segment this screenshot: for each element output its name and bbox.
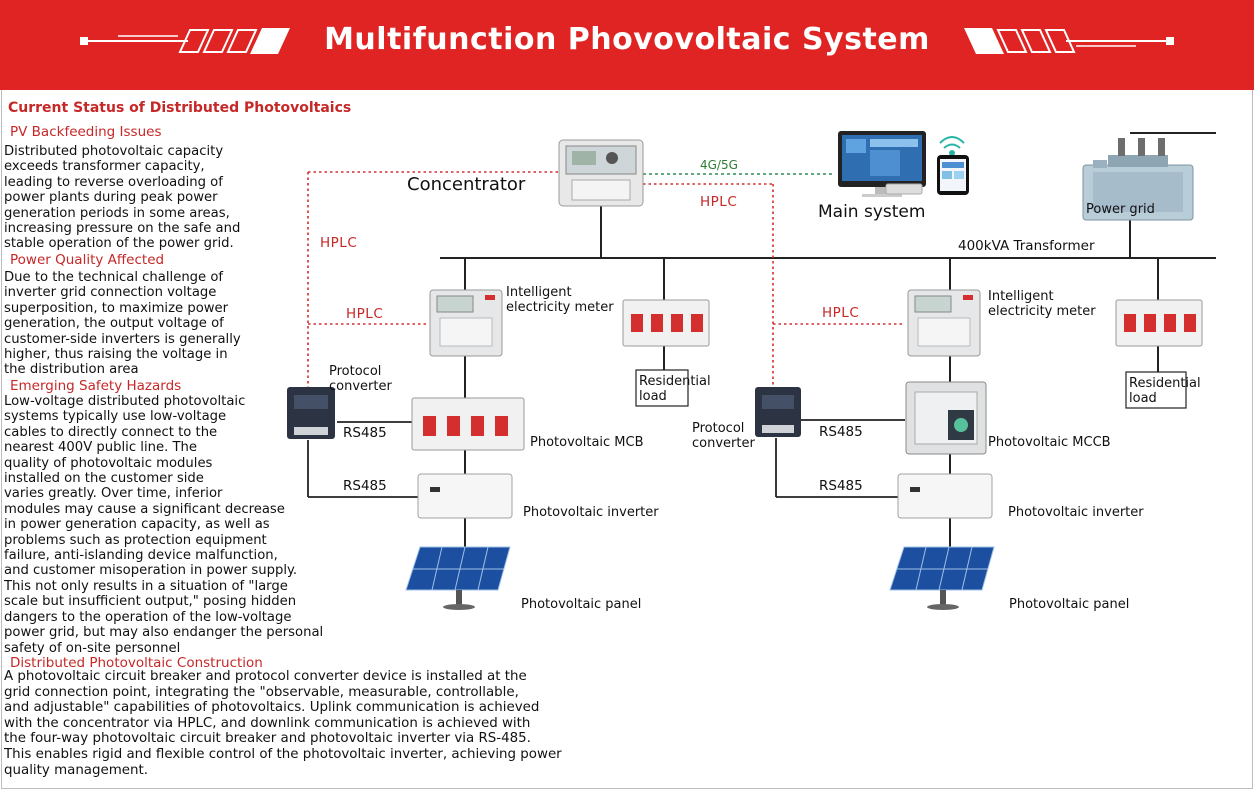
wireless-link-label: 4G/5G [700,158,738,172]
bus-wiring [440,132,1216,548]
pv-panel-right-label: Photovoltaic panel [1009,597,1130,612]
power-quality-heading: Power Quality Affected [10,252,165,268]
hplc-label-center: HPLC [700,194,738,210]
pv-inverter-right-icon [897,473,993,519]
construction-text: A photovoltaic circuit breaker and proto… [4,669,562,778]
residential-load-left-box [635,369,689,407]
pv-mccb-label: Photovoltaic MCCB [988,435,1111,450]
pv-panel-left-icon [405,546,511,610]
main-system-computer-icon [838,131,926,197]
construction-heading: Distributed Photovoltaic Construction [10,655,263,671]
main-system-label: Main system [818,202,926,222]
pv-mcb-icon [411,397,525,451]
rs485-label-left-inverter: RS485 [343,478,387,494]
concentrator-label: Concentrator [407,174,526,195]
residential-breaker-left-icon [622,299,710,347]
section-heading: Current Status of Distributed Photovolta… [8,100,352,116]
rs485-label-left-mcb: RS485 [343,425,387,441]
hplc-links [307,171,905,390]
wifi-icon [939,136,965,156]
transformer-label: 400kVA Transformer [958,238,1095,254]
safety-hazards-heading: Emerging Safety Hazards [10,378,182,394]
residential-load-right-box [1125,371,1187,409]
pv-mcb-label: Photovoltaic MCB [530,435,644,450]
power-grid-label: Power grid [1086,202,1155,217]
page-title: Multifunction Phovovoltaic System [324,22,930,57]
title-banner [0,0,1254,90]
left-arrow-decoration [80,28,290,54]
pv-inverter-left-label: Photovoltaic inverter [523,505,659,520]
residential-breaker-right-icon [1115,299,1203,347]
electricity-meter-left-icon [429,289,503,357]
hplc-label-left-meter: HPLC [346,306,384,322]
protocol-converter-left-icon [287,387,335,439]
pv-mccb-icon [905,381,987,455]
rs485-wiring [307,419,905,498]
electricity-meter-right-icon [907,289,981,357]
hplc-label-right-meter: HPLC [822,305,860,321]
concentrator-device-icon [558,139,644,207]
pv-backfeeding-heading: PV Backfeeding Issues [10,124,162,140]
protocol-converter-right-icon [755,387,801,437]
pv-inverter-right-label: Photovoltaic inverter [1008,505,1144,520]
right-arrow-decoration [964,28,1174,54]
rs485-label-right-mccb: RS485 [819,424,863,440]
transformer-icon [1082,138,1194,221]
phone-icon [937,155,969,195]
pv-panel-right-icon [889,546,995,610]
hplc-label-left-upper: HPLC [320,235,358,251]
rs485-label-right-inverter: RS485 [819,478,863,494]
pv-panel-left-label: Photovoltaic panel [521,597,642,612]
content-frame [1,90,1253,789]
pv-inverter-left-icon [417,473,513,519]
